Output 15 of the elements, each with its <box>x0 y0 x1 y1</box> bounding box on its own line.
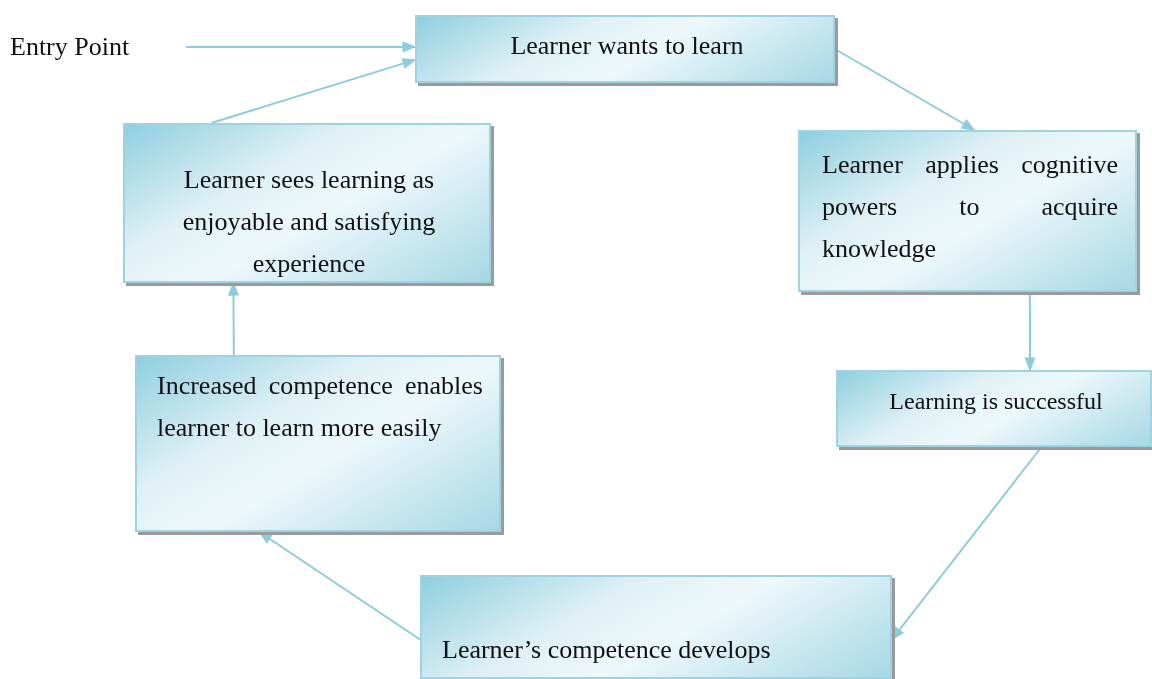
box-text: Increased competence enables learner to learn more easily <box>157 370 483 444</box>
entry-label: Entry Point <box>10 31 131 63</box>
box-text: Learner sees learning as enjoyable and satisfying experience <box>181 164 437 280</box>
process-box <box>415 15 835 83</box>
box-text: Learner’s competence develops <box>442 634 772 666</box>
process-box <box>420 575 892 679</box>
process-box <box>798 130 1137 292</box>
box-text: Learner applies cognitive powers to acquire knowledge <box>822 149 1118 265</box>
process-box <box>836 370 1152 447</box>
process-box <box>123 123 491 283</box>
arrow <box>185 41 417 53</box>
box-text: Learning is successful <box>888 387 1104 416</box>
box-text: Learner wants to learn <box>509 30 745 62</box>
process-box <box>135 355 501 532</box>
arrow <box>210 58 417 124</box>
